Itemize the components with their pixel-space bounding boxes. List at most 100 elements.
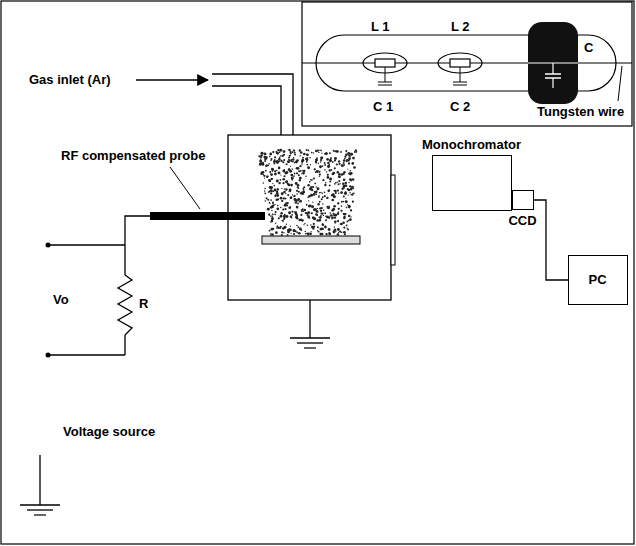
plasma-dots: [349, 218, 352, 221]
plasma-dots: [303, 170, 305, 172]
plasma-dots: [282, 155, 284, 157]
plasma-dots: [338, 160, 340, 162]
plasma-dots: [350, 209, 352, 211]
plasma-dots: [327, 189, 330, 192]
plasma-dots: [310, 224, 312, 226]
plasma-dots: [282, 182, 284, 184]
plasma-dots: [314, 168, 316, 170]
plasma-dots: [268, 214, 270, 216]
capacitor-label: C 2: [449, 99, 471, 114]
plasma-dots: [333, 195, 336, 198]
plasma-dots: [309, 204, 312, 207]
plasma-dots: [283, 217, 285, 219]
plasma-dots: [340, 223, 342, 225]
plasma-dots: [353, 192, 355, 194]
plasma-dots: [280, 160, 282, 162]
plasma-dots: [298, 201, 299, 202]
plasma-dots: [280, 212, 282, 214]
plasma-dots: [343, 227, 345, 229]
plasma-dots: [276, 151, 278, 153]
pc-box: PC: [568, 255, 628, 305]
plasma-dots: [333, 190, 335, 192]
plasma-dots: [328, 228, 331, 231]
plasma-dots: [285, 198, 287, 200]
plasma-dots: [269, 186, 272, 189]
plasma-dots: [313, 152, 314, 153]
plasma-dots: [315, 161, 317, 163]
source-ground: [20, 455, 60, 515]
plasma-dots: [334, 214, 337, 217]
plasma-dots: [343, 185, 345, 187]
plasma-dots: [277, 198, 279, 200]
plasma-dots: [328, 232, 331, 235]
plasma-dots: [290, 233, 291, 234]
plasma-dots: [337, 213, 340, 216]
plasma-dots: [325, 219, 327, 221]
plasma-dots: [274, 158, 275, 159]
plasma-dots: [317, 149, 319, 151]
plasma-dots: [317, 226, 319, 228]
plasma-dots: [335, 230, 336, 231]
plasma-dots: [307, 213, 308, 214]
plasma-dots: [334, 150, 336, 152]
plasma-dots: [291, 151, 292, 152]
plasma-dots: [320, 150, 322, 152]
plasma-dots: [285, 180, 288, 183]
plasma-dots: [283, 197, 285, 199]
plasma-dots: [332, 199, 334, 201]
plasma-dots: [279, 227, 281, 229]
plasma-dots: [338, 211, 340, 213]
plasma-dots: [280, 197, 283, 200]
plasma-dots: [300, 151, 303, 154]
plasma-dots: [315, 194, 316, 195]
plasma-dots: [315, 208, 317, 210]
probe-inset: [375, 59, 395, 67]
plasma-dots: [305, 231, 307, 233]
plasma-dots: [278, 217, 279, 218]
vacuum-chamber: [262, 236, 360, 244]
plasma-dots: [323, 215, 324, 216]
plasma-dots: [293, 229, 296, 232]
probe-inset: [302, 2, 632, 126]
plasma-dots: [310, 186, 313, 189]
plasma-dots: [322, 193, 323, 194]
plasma-dots: [290, 174, 293, 177]
plasma-dots: [269, 153, 272, 156]
plasma-dots: [269, 202, 271, 204]
plasma-dots: [272, 213, 274, 215]
plasma-dots: [338, 202, 339, 203]
plasma-dots: [298, 174, 300, 176]
plasma-dots: [258, 149, 357, 236]
bias-circuit: [46, 243, 51, 248]
probe-label: RF compensated probe: [60, 148, 206, 163]
plasma-dots: [293, 233, 295, 235]
plasma-dots: [321, 212, 323, 214]
plasma-dots: [277, 205, 279, 207]
inductor-label: L 1: [370, 19, 391, 34]
wire-label: Tungsten wire: [536, 104, 625, 119]
plasma-dots: [310, 231, 311, 232]
plasma-dots: [279, 157, 280, 158]
plasma-dots: [269, 230, 271, 232]
plasma-dots: [297, 226, 299, 228]
plasma-dots: [348, 162, 350, 164]
capacitor-label: C: [583, 40, 594, 55]
plasma-dots: [331, 210, 333, 212]
plasma-dots: [282, 227, 284, 229]
plasma-dots: [329, 164, 330, 165]
signal-cable: [534, 200, 568, 280]
plasma-dots: [287, 234, 289, 236]
plasma-dots: [317, 230, 318, 231]
plasma-dots: [262, 174, 264, 176]
plasma-dots: [316, 186, 317, 187]
plasma-dots: [303, 172, 305, 174]
plasma-dots: [341, 201, 343, 203]
plasma-dots: [272, 201, 274, 203]
plasma-dots: [317, 214, 318, 215]
plasma-dots: [334, 226, 335, 227]
plasma-dots: [345, 185, 347, 187]
plasma-dots: [338, 175, 341, 178]
plasma-dots: [341, 205, 343, 207]
probe-inset: [378, 82, 392, 83]
plasma-dots: [288, 211, 291, 214]
